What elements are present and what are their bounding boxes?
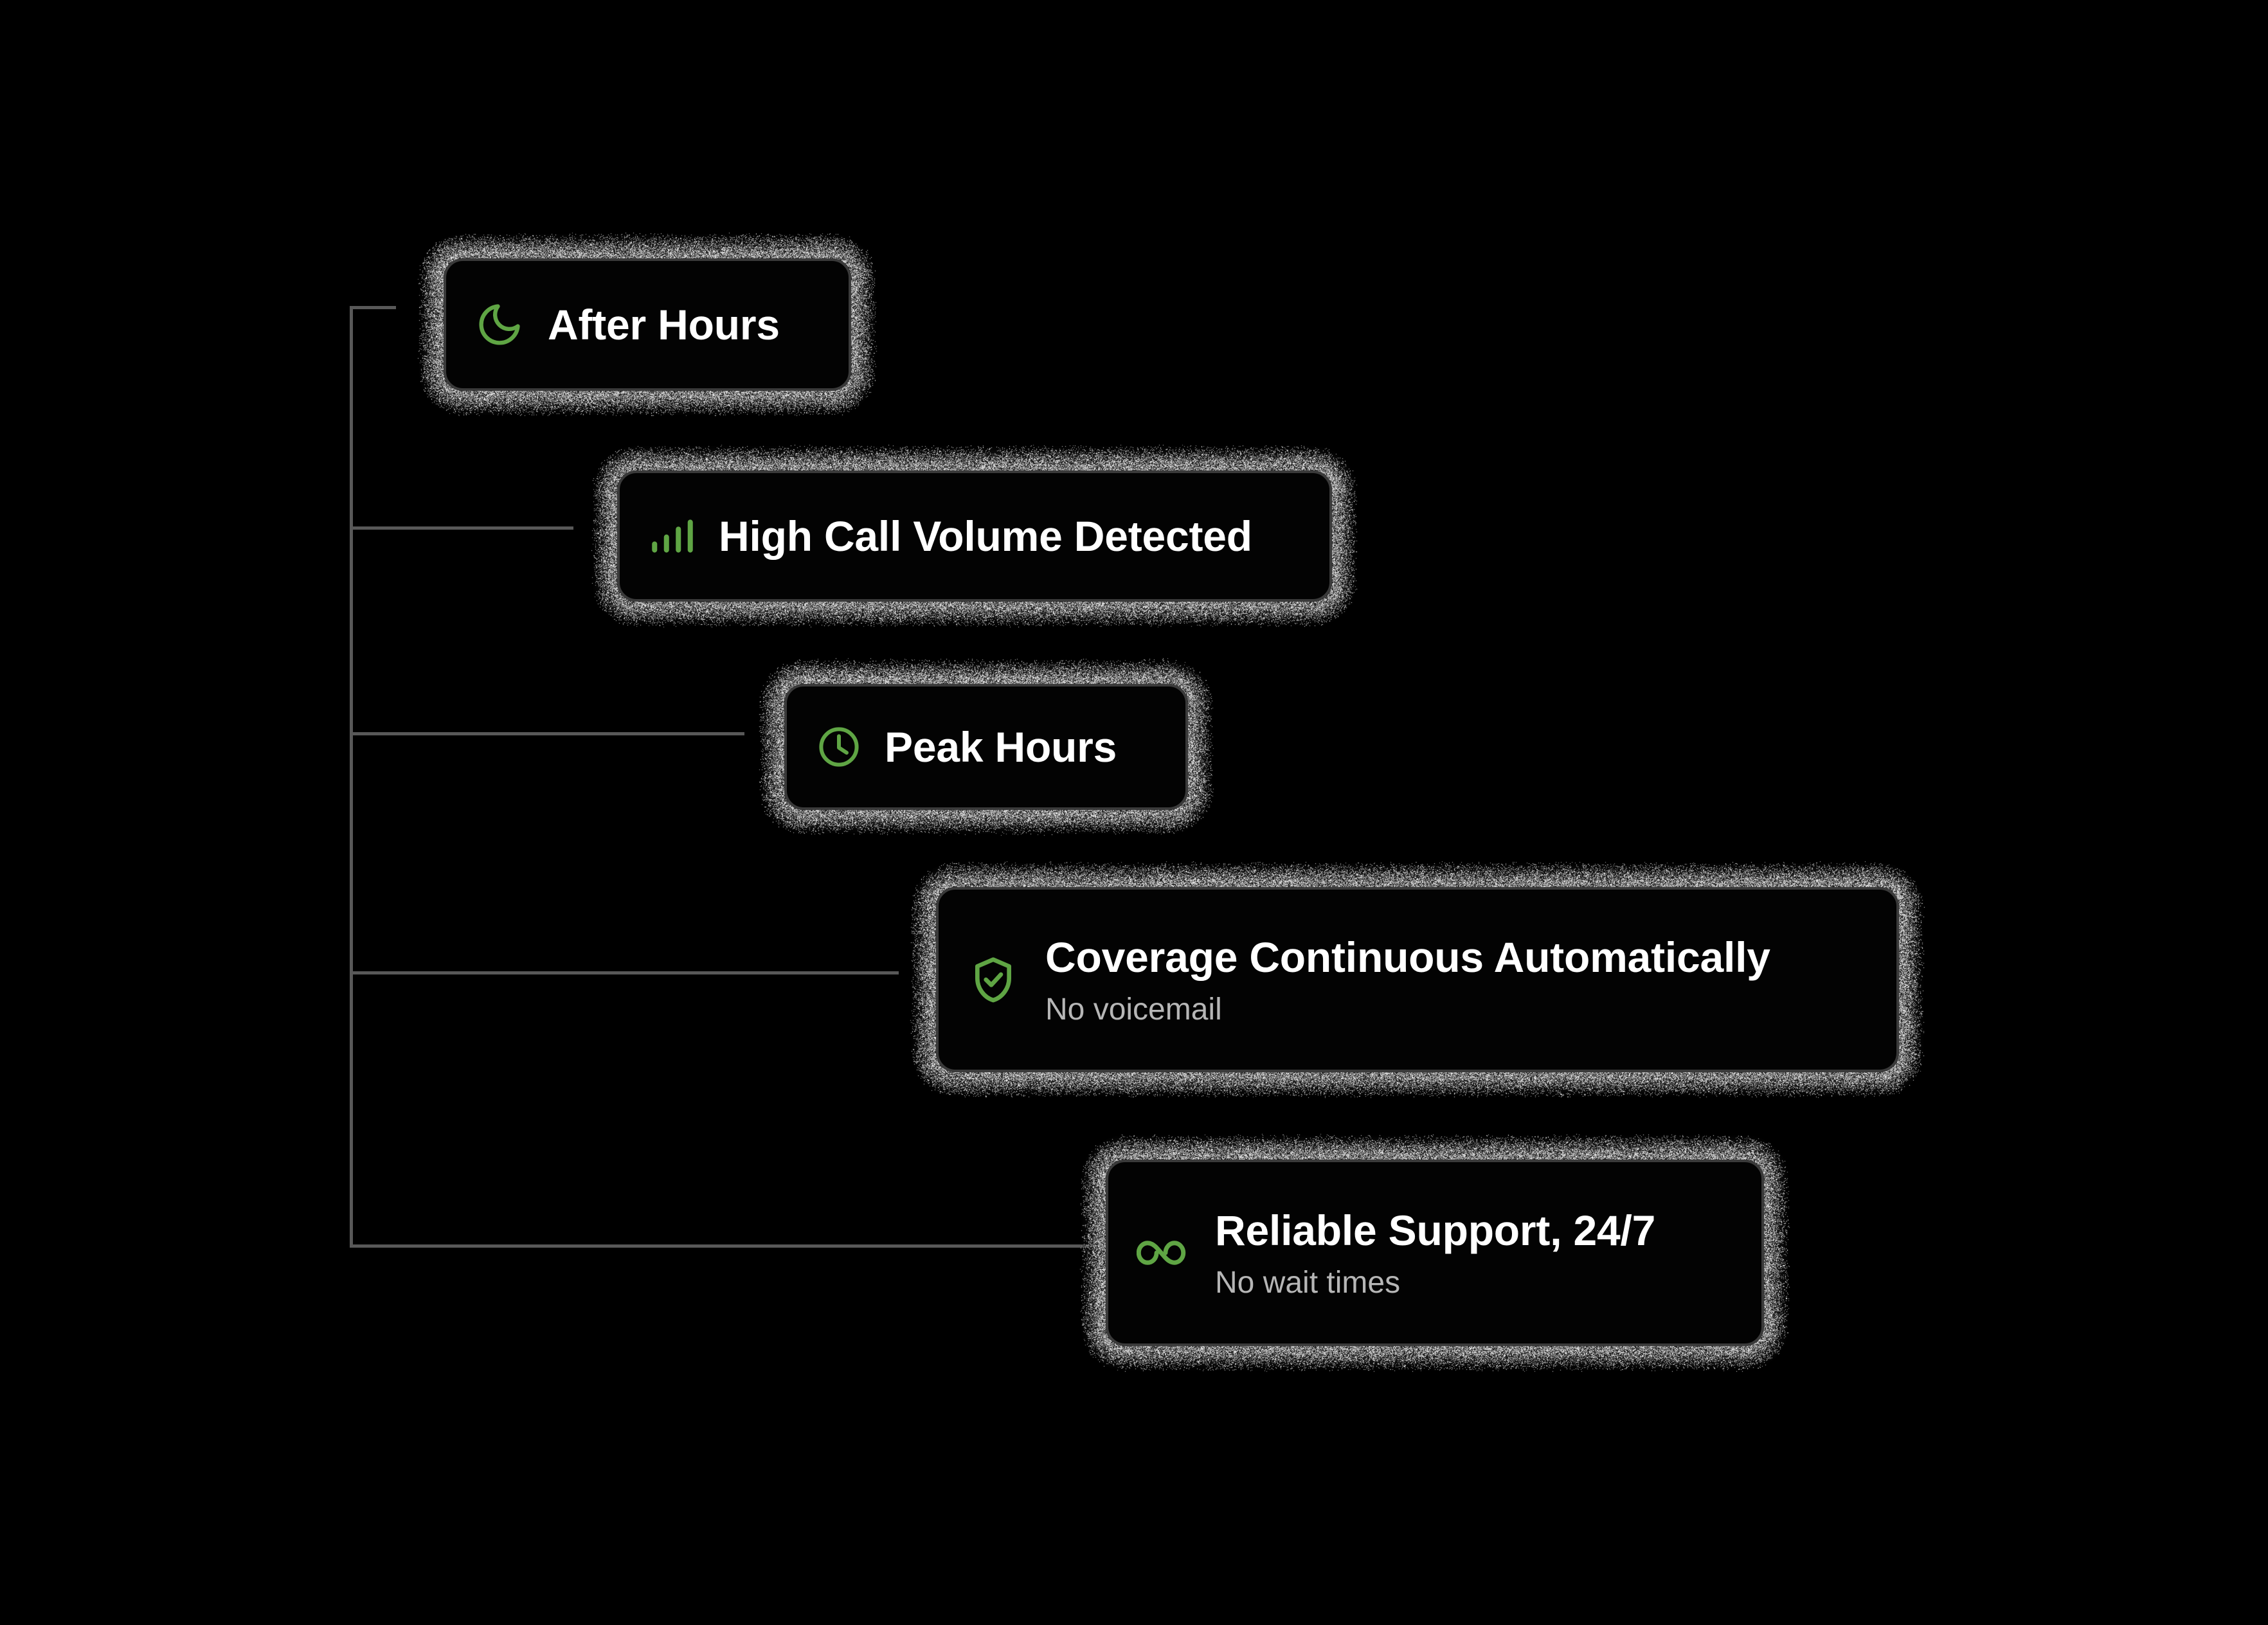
- card-coverage-continuous[interactable]: Coverage Continuous Automatically No voi…: [896, 850, 1947, 1115]
- shield-check-icon: [967, 953, 1020, 1006]
- signal-bars-icon: [648, 511, 697, 561]
- moon-icon: [474, 300, 525, 350]
- infinity-icon: [1137, 1227, 1192, 1279]
- card-subtitle: No voicemail: [1045, 992, 1770, 1027]
- card-text: After Hours: [548, 300, 780, 349]
- card-body[interactable]: After Hours: [444, 258, 851, 391]
- clock-icon: [815, 723, 863, 771]
- card-title: Reliable Support, 24/7: [1215, 1206, 1655, 1255]
- card-body[interactable]: High Call Volume Detected: [617, 471, 1332, 602]
- connector-branch-reliable-support: [350, 1244, 1107, 1248]
- card-title: Coverage Continuous Automatically: [1045, 933, 1770, 982]
- card-title: High Call Volume Detected: [719, 512, 1252, 561]
- card-body[interactable]: Reliable Support, 24/7 No wait times: [1106, 1160, 1764, 1346]
- card-body[interactable]: Coverage Continuous Automatically No voi…: [936, 887, 1899, 1072]
- connector-branch-after-hours: [350, 306, 396, 309]
- card-peak-hours[interactable]: Peak Hours: [742, 651, 1230, 843]
- connector-trunk: [350, 306, 353, 1247]
- card-title: After Hours: [548, 300, 780, 349]
- connector-branch-high-call-volume: [350, 526, 573, 530]
- card-text: Reliable Support, 24/7 No wait times: [1215, 1206, 1655, 1300]
- card-high-call-volume[interactable]: High Call Volume Detected: [571, 432, 1380, 640]
- card-reliable-support[interactable]: Reliable Support, 24/7 No wait times: [1059, 1124, 1805, 1387]
- card-text: High Call Volume Detected: [719, 512, 1252, 561]
- connector-branch-coverage: [350, 971, 899, 974]
- card-subtitle: No wait times: [1215, 1265, 1655, 1300]
- card-text: Peak Hours: [885, 723, 1117, 771]
- card-after-hours[interactable]: After Hours: [393, 219, 901, 431]
- card-text: Coverage Continuous Automatically No voi…: [1045, 933, 1770, 1027]
- card-title: Peak Hours: [885, 723, 1117, 771]
- card-body[interactable]: Peak Hours: [784, 684, 1188, 810]
- connector-branch-peak-hours: [350, 732, 744, 735]
